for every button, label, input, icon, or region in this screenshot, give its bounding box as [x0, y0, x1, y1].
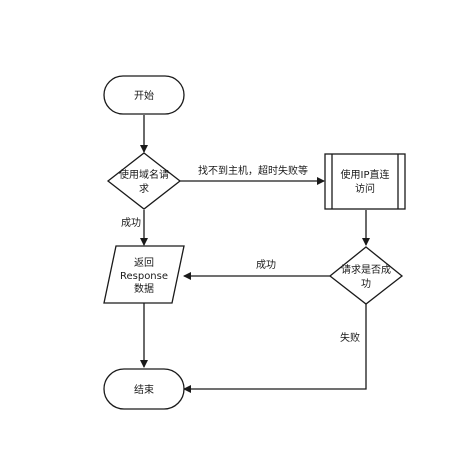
edge-label-success-left: 成功 — [121, 217, 141, 229]
edge-label-not-found: 找不到主机，超时失败等 — [198, 164, 308, 177]
use-domain-request-label-line2: 求 — [139, 183, 149, 195]
end-node: 结束 — [103, 368, 185, 410]
direct-ip-access-process: 使用IP直连 访问 — [324, 153, 406, 210]
return-label-line2: Response — [120, 271, 168, 282]
return-response-data: 返回 Response 数据 — [103, 245, 185, 304]
end-label: 结束 — [134, 383, 154, 396]
use-domain-request-decision: 使用域名请 求 — [106, 152, 182, 210]
edge-request-check-to-end — [183, 304, 367, 393]
return-label-line1: 返回 — [134, 257, 154, 269]
return-label-line3: 数据 — [134, 282, 154, 295]
request-success-label-line2: 功 — [361, 278, 371, 290]
request-success-label-line1: 请求是否成 — [341, 263, 391, 276]
direct-ip-label-line2: 访问 — [355, 182, 375, 195]
use-domain-request-label-line1: 使用域名请 — [119, 168, 169, 181]
edge-label-fail: 失败 — [340, 331, 360, 344]
direct-ip-label-line1: 使用IP直连 — [341, 168, 390, 181]
request-success-decision: 请求是否成 功 — [328, 246, 404, 305]
edge-label-success-right: 成功 — [256, 259, 276, 271]
start-node: 开始 — [103, 75, 185, 115]
start-label: 开始 — [134, 89, 154, 102]
